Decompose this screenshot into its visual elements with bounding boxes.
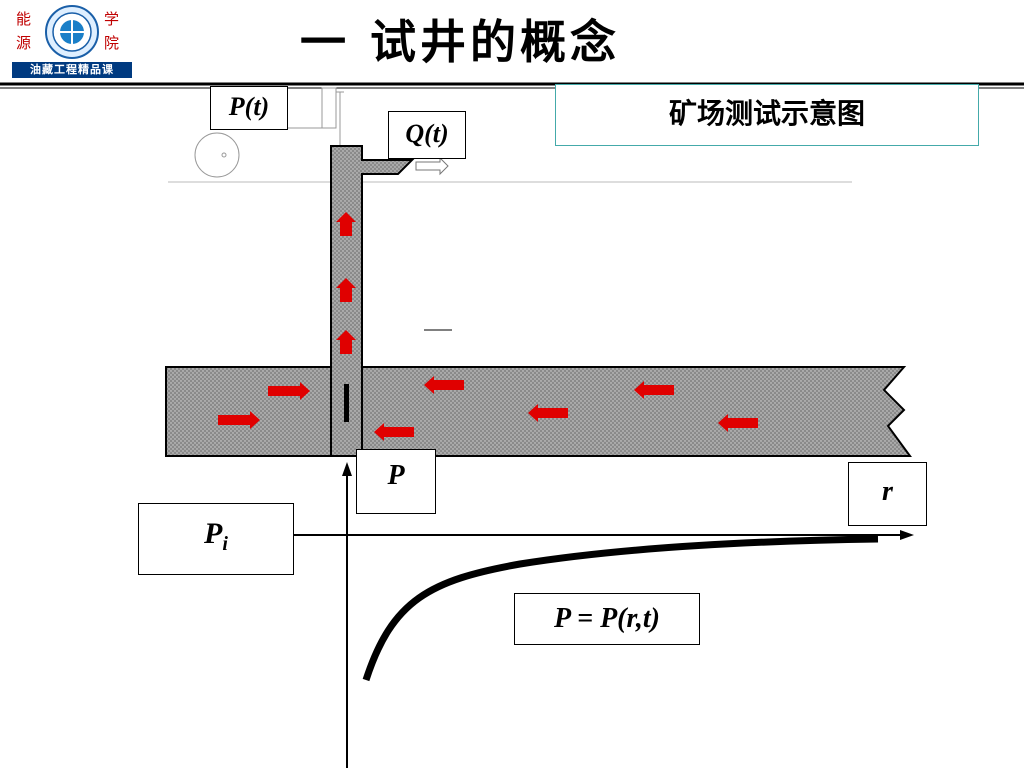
flow-arrows-left	[374, 376, 758, 441]
arrow-left-icon	[528, 404, 568, 422]
arrow-left-icon	[634, 381, 674, 399]
arrow-up-icon	[336, 212, 356, 236]
label-initial-pressure: Pi	[138, 503, 294, 575]
pressure-curve	[362, 535, 879, 682]
arrow-right-icon	[268, 382, 310, 400]
arrow-left-icon	[718, 414, 758, 432]
arrow-up-icon	[336, 278, 356, 302]
label-initial-pressure-sub: i	[222, 533, 228, 555]
diagram-caption: 矿场测试示意图	[555, 84, 979, 146]
logo-char-1: 能	[16, 10, 32, 28]
outflow-arrow-icon	[415, 156, 449, 176]
label-rate-time: Q(t)	[388, 111, 466, 159]
arrow-left-icon	[424, 376, 464, 394]
perforation-marker	[344, 384, 349, 422]
flow-arrows-up	[336, 212, 356, 354]
arrow-up-icon	[336, 330, 356, 354]
page-title: 一 试井的概念	[300, 15, 621, 69]
logo-char-2: 源	[16, 34, 32, 52]
radius-axis-arrow-icon	[900, 530, 914, 540]
pressure-axis-arrow-icon	[342, 462, 352, 476]
label-bottomhole-pressure: P	[356, 449, 436, 514]
logo-char-4: 院	[104, 34, 120, 52]
arrow-left-icon	[374, 423, 414, 441]
university-emblem-icon	[45, 5, 99, 59]
flow-arrows-right	[218, 382, 310, 429]
label-radius: r	[848, 462, 927, 526]
logo: 能 源 学 院 油藏工程精品课	[10, 2, 134, 80]
logo-char-3: 学	[104, 10, 120, 28]
label-pressure-time: P(t)	[210, 86, 288, 130]
label-pressure-equation: P = P(r,t)	[514, 593, 700, 645]
logo-band: 油藏工程精品课	[12, 62, 132, 78]
label-initial-pressure-base: P	[204, 517, 223, 550]
arrow-right-icon	[218, 411, 260, 429]
